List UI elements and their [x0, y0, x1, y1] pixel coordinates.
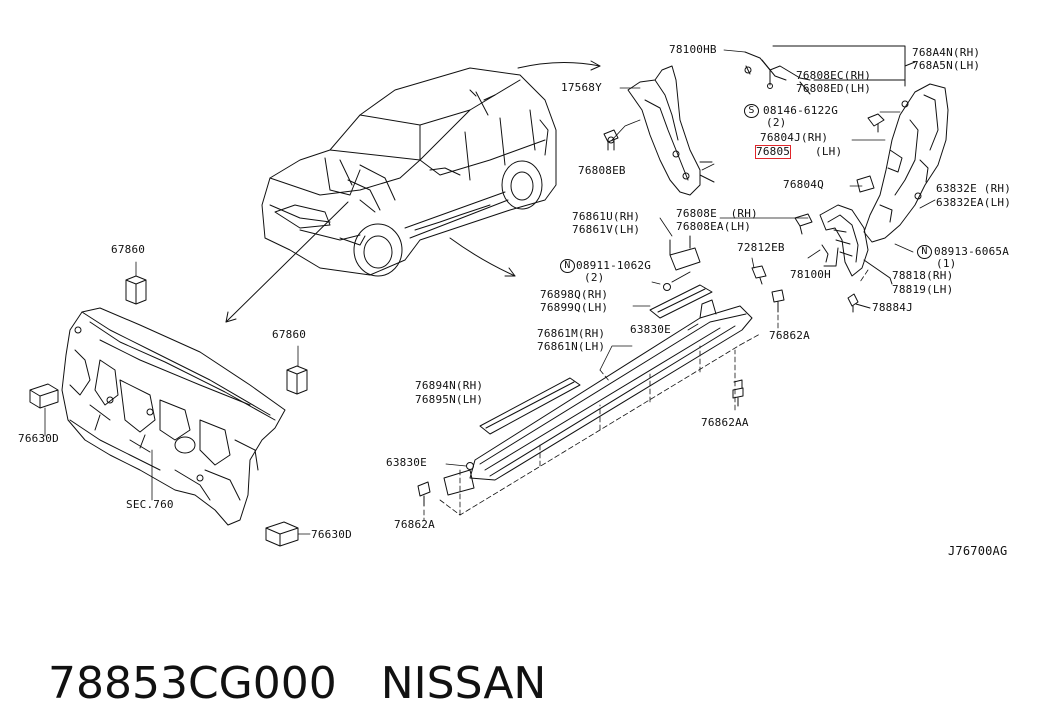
label-78100hb: 78100HB [669, 43, 717, 56]
leader-lines-left [44, 261, 311, 535]
label-76805-lh: (LH) [815, 145, 843, 158]
pillar-reinforcement-drawing [627, 65, 715, 196]
leader-lines-mid [445, 217, 821, 467]
label-76862a-right: 76862A [769, 329, 810, 342]
label-67860-bottom: 67860 [272, 328, 307, 341]
label-768a5n: 768A5N(LH) [912, 59, 981, 72]
label-08146-qty: (2) [766, 116, 787, 129]
label-76894n: 76894N(RH) [415, 379, 484, 392]
label-76630d-right: 76630D [311, 528, 352, 541]
label-76861n: 76861N(LH) [537, 340, 606, 353]
sheet-code: J76700AG [948, 544, 1008, 558]
label-76862aa: 76862AA [701, 416, 749, 429]
leader-lines-right [719, 111, 936, 253]
label-768a4n: 768A4N(RH) [912, 46, 981, 59]
label-08911-1062g: 08911-1062G [576, 259, 652, 272]
label-76805-highlighted[interactable]: 76805 [754, 145, 792, 159]
sill-drawing [417, 235, 785, 507]
label-76804j: 76804J(RH) [760, 131, 829, 144]
label-08913-6065a: 08913-6065A [934, 245, 1010, 258]
part-number: 78853CG000 [47, 658, 337, 709]
symbol-n-right: N [917, 245, 932, 259]
label-76861v: 76861V(LH) [572, 223, 641, 236]
label-76862a-bottom: 76862A [394, 518, 435, 531]
label-76808e: 76808E (RH) [676, 207, 758, 220]
callout-arrows [225, 60, 601, 323]
clip-76808eb-drawing [603, 129, 619, 151]
parts-diagram: 78100HB 768A4N(RH) 768A5N(LH) 76808EC(RH… [18, 43, 1012, 710]
label-78819: 78819(LH) [892, 283, 954, 296]
label-76861u: 76861U(RH) [572, 210, 641, 223]
label-76895n: 76895N(LH) [415, 393, 484, 406]
splash-shield-drawing [863, 83, 949, 243]
label-72812eb: 72812EB [737, 241, 785, 254]
label-08911-qty: (2) [584, 271, 605, 284]
label-76898q: 76898Q(RH) [540, 288, 609, 301]
label-78884j: 78884J [872, 301, 913, 314]
vehicle-drawing [261, 67, 557, 277]
symbol-s: S [744, 104, 759, 118]
label-63832ea: 63832EA(LH) [936, 196, 1012, 209]
dash-panel-drawing [61, 307, 286, 526]
diagram-artwork [29, 45, 949, 547]
clip-76804q-drawing [856, 175, 875, 193]
label-76808ed: 76808ED(LH) [796, 82, 872, 95]
bolt-08146-drawing [867, 113, 885, 133]
mud-guard-drawing [819, 204, 893, 313]
label-17568y: 17568Y [561, 81, 602, 94]
leader-lines-top [611, 49, 746, 171]
label-08913-qty: (1) [936, 257, 957, 270]
harness-drawing [744, 45, 916, 95]
label-63830e-bottom: 63830E [386, 456, 427, 469]
label-76630d-left: 76630D [18, 432, 59, 445]
label-76808ea: 76808EA(LH) [676, 220, 752, 233]
label-78100h: 78100H [790, 268, 831, 281]
label-76861m: 76861M(RH) [537, 327, 606, 340]
label-08146-6122g: 08146-6122G [763, 104, 839, 117]
label-78818: 78818(RH) [892, 269, 954, 282]
symbol-n-left: N [560, 259, 575, 273]
label-67860-top: 67860 [111, 243, 146, 256]
brand-name: NISSAN [380, 658, 547, 709]
insulator-pads [29, 275, 308, 547]
caption: 78853CG000 NISSAN [20, 600, 546, 712]
label-76808eb: 76808EB [578, 164, 626, 177]
label-76804q: 76804Q [783, 178, 824, 191]
label-sec-760: SEC.760 [126, 498, 174, 511]
label-76808ec: 76808EC(RH) [796, 69, 872, 82]
clip-76808e-drawing [794, 213, 813, 235]
label-63832e: 63832E (RH) [936, 182, 1012, 195]
construction-lines [423, 269, 869, 521]
label-76899q: 76899Q(LH) [540, 301, 609, 314]
label-63830e-top: 63830E [630, 323, 671, 336]
